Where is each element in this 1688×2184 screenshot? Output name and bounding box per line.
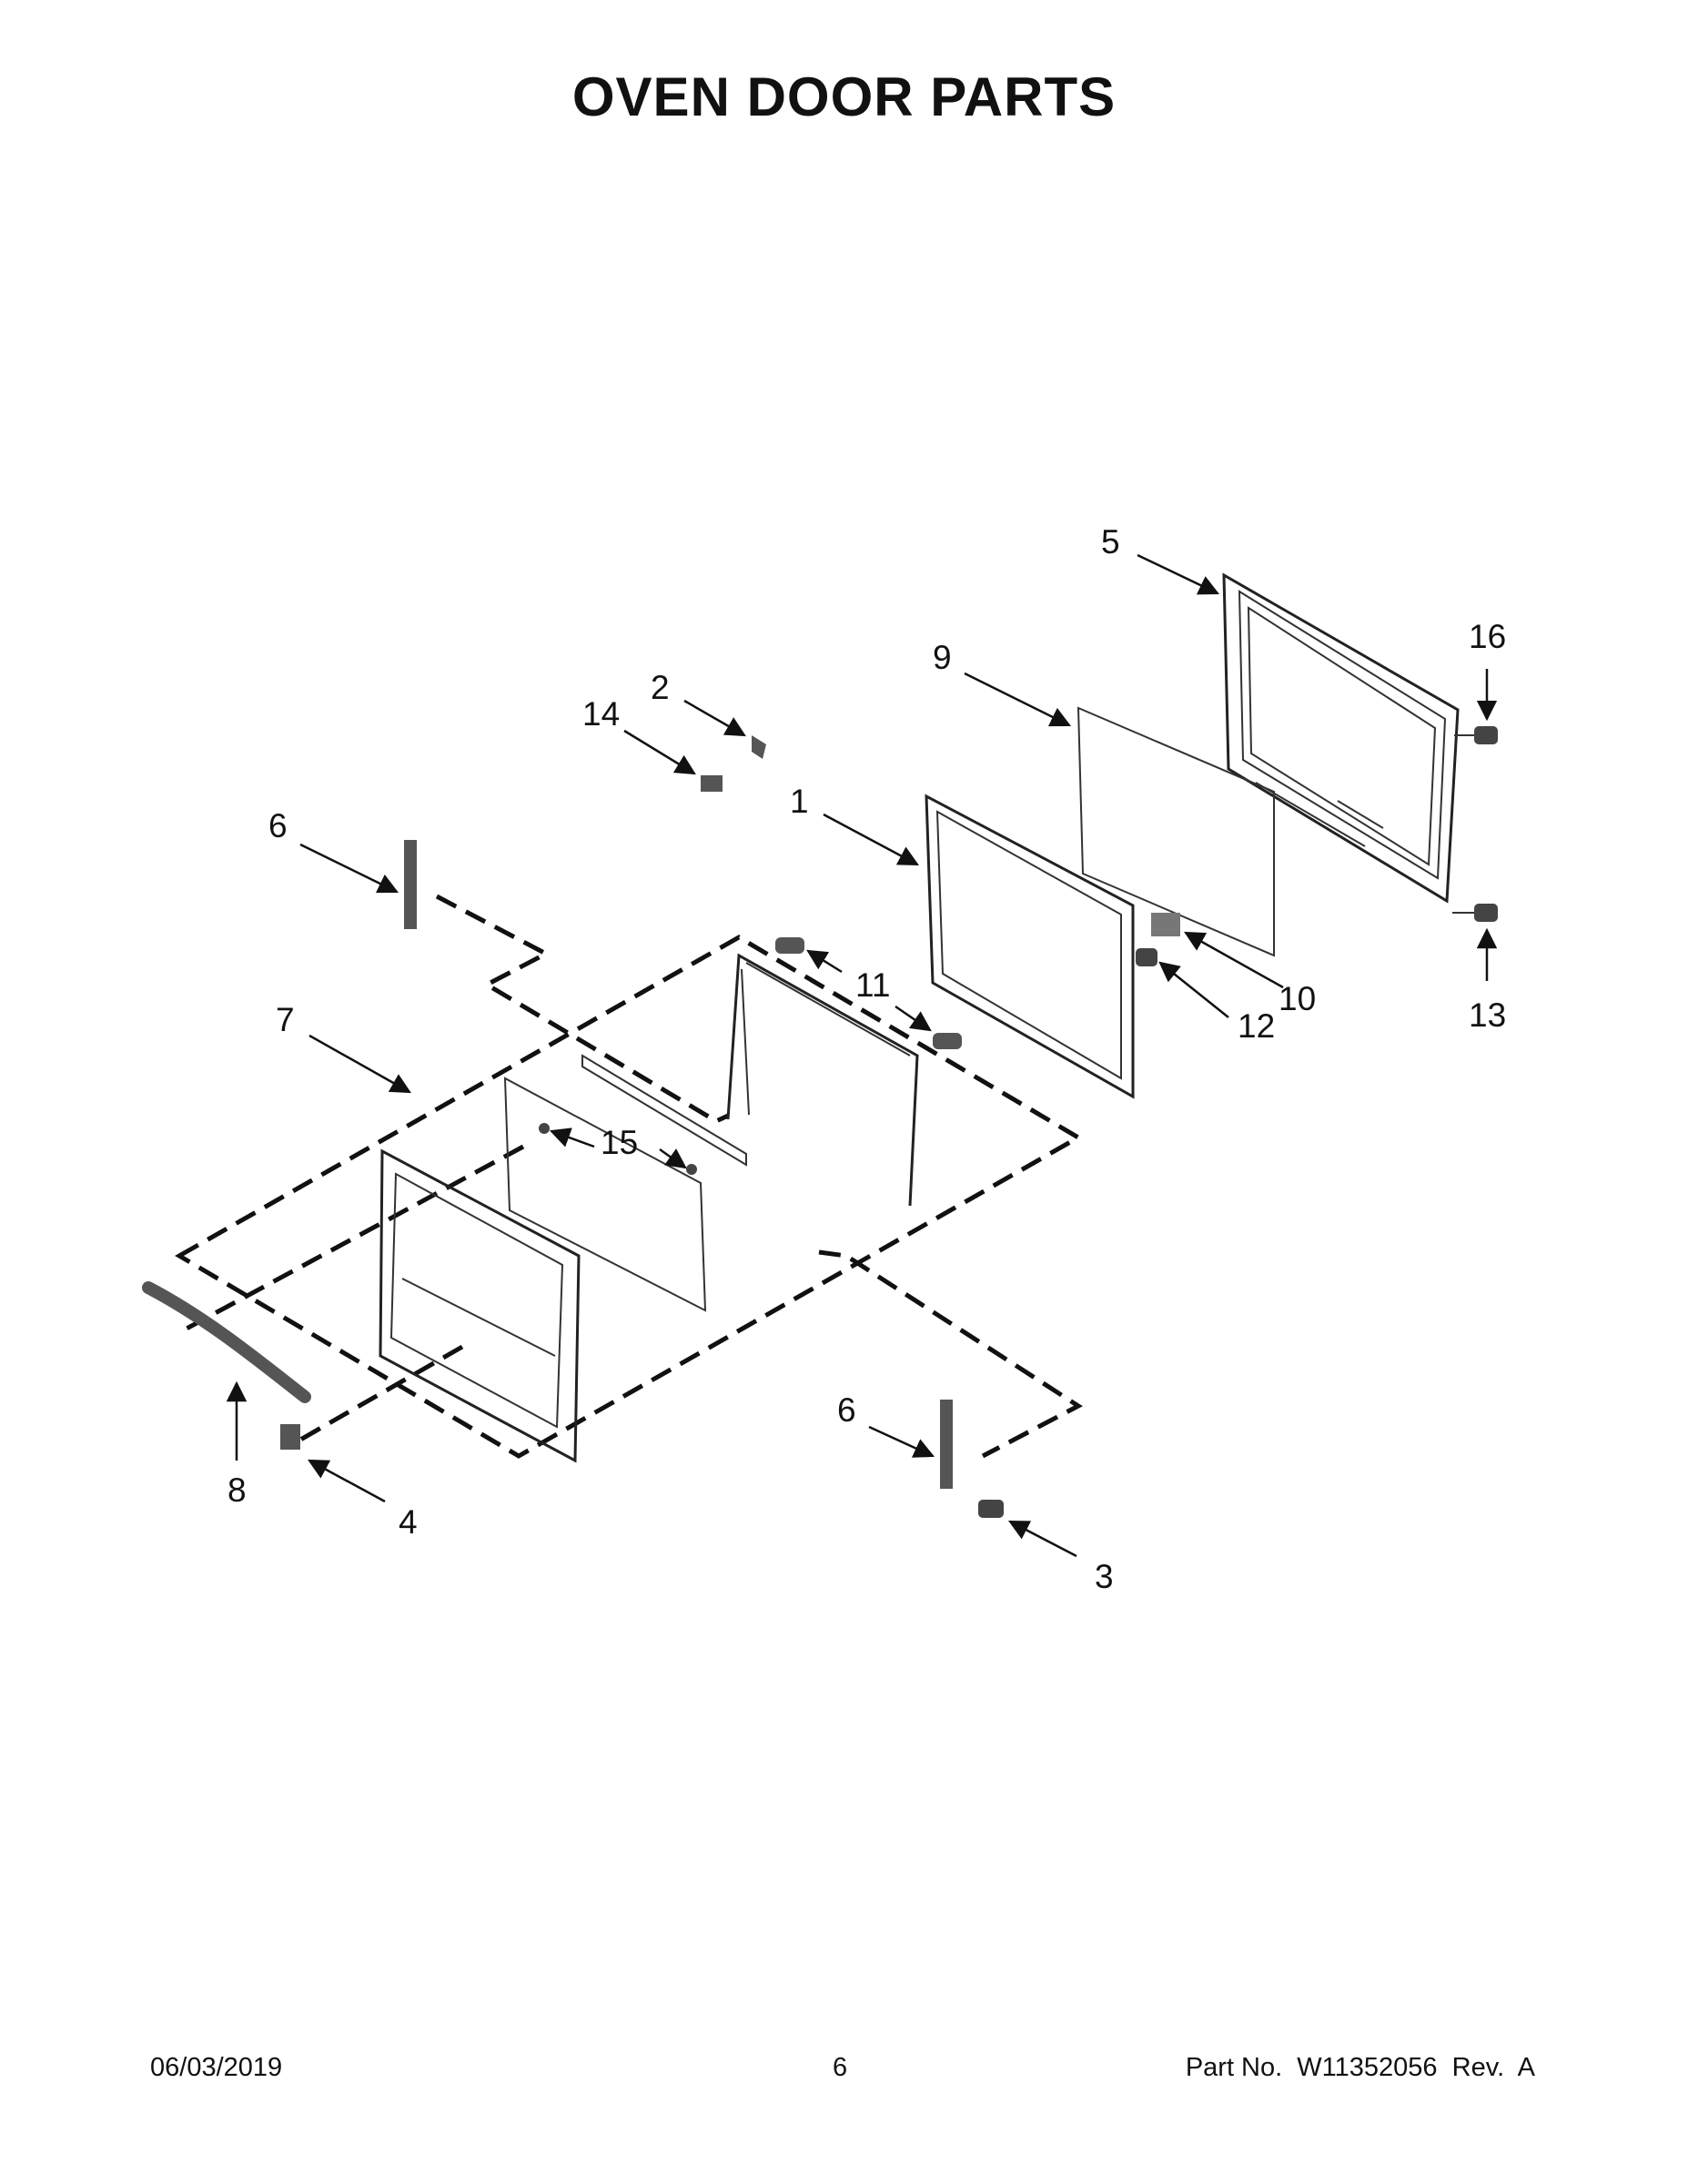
callout-3: 3 (1095, 1558, 1114, 1595)
door-side-channel-frame (726, 953, 919, 1207)
callout-6-left: 6 (268, 807, 288, 844)
hinge-right-leader (818, 1249, 1083, 1459)
callout-12: 12 (1238, 1007, 1275, 1045)
callout-11: 11 (855, 966, 890, 1004)
hinge-left-leader (435, 894, 730, 1124)
callout-16: 16 (1469, 618, 1506, 655)
arrow-1 (823, 813, 919, 866)
callout-4: 4 (399, 1503, 418, 1541)
arrow-9 (964, 672, 1072, 727)
callout-10: 10 (1279, 980, 1316, 1017)
screw-11-upper (775, 937, 804, 954)
screw-11-lower (933, 1033, 962, 1049)
screw-13 (1452, 904, 1498, 922)
inner-door-frame (925, 794, 1135, 1099)
page-title: OVEN DOOR PARTS (571, 66, 1117, 127)
hinge-6-left (404, 840, 417, 929)
arrow-15-b (659, 1148, 687, 1169)
outer-door-panel (379, 1148, 581, 1463)
glass-panel (1076, 706, 1275, 957)
callout-13: 13 (1469, 996, 1506, 1034)
glass-strip (581, 1054, 747, 1167)
callout-1: 1 (790, 783, 809, 820)
door-assembly-dashed-outline (175, 935, 1083, 1459)
footer-page-number: 6 (833, 2053, 848, 2082)
inner-glass-leader (185, 1144, 525, 1331)
outer-door-frame (1222, 572, 1460, 904)
arrow-5 (1137, 553, 1220, 595)
screw-3 (978, 1500, 1004, 1518)
arrow-15-a (549, 1127, 595, 1148)
clip-14 (701, 775, 723, 792)
callout-15: 15 (601, 1124, 638, 1161)
screw-16 (1454, 726, 1498, 744)
callout-5: 5 (1101, 523, 1120, 561)
inner-glass-panel (503, 1077, 707, 1312)
door-handle (142, 1281, 311, 1403)
arrow-11-lower (895, 1005, 932, 1032)
arrow-11-upper (806, 949, 843, 974)
callout-6-right: 6 (837, 1391, 856, 1429)
callout-8: 8 (227, 1471, 247, 1509)
arrow-6-right (868, 1425, 935, 1458)
hinge-6-right (940, 1400, 953, 1489)
footer-date: 06/03/2019 (150, 2053, 283, 2082)
arrow-12 (1158, 961, 1229, 1018)
callout-2: 2 (651, 669, 670, 706)
arrow-4 (308, 1459, 386, 1503)
arrow-6-left (299, 843, 399, 894)
arrow-14 (623, 729, 696, 775)
callout-14: 14 (582, 695, 620, 733)
footer-part-number: Part No. W11352056 Rev. A (1185, 2053, 1535, 2082)
handle-bracket-leader (294, 1344, 464, 1445)
screw-12 (1136, 948, 1157, 966)
bracket-4 (280, 1424, 300, 1450)
bumper-15-b (686, 1164, 697, 1175)
callout-7: 7 (276, 1001, 295, 1038)
arrow-3 (1008, 1520, 1077, 1558)
bumper-15-a (539, 1123, 550, 1134)
clip-2 (752, 735, 766, 759)
arrow-10 (1184, 931, 1284, 989)
arrow-7 (308, 1034, 411, 1094)
callout-9: 9 (933, 639, 952, 676)
arrow-2 (683, 699, 746, 737)
bracket-10 (1151, 913, 1180, 936)
